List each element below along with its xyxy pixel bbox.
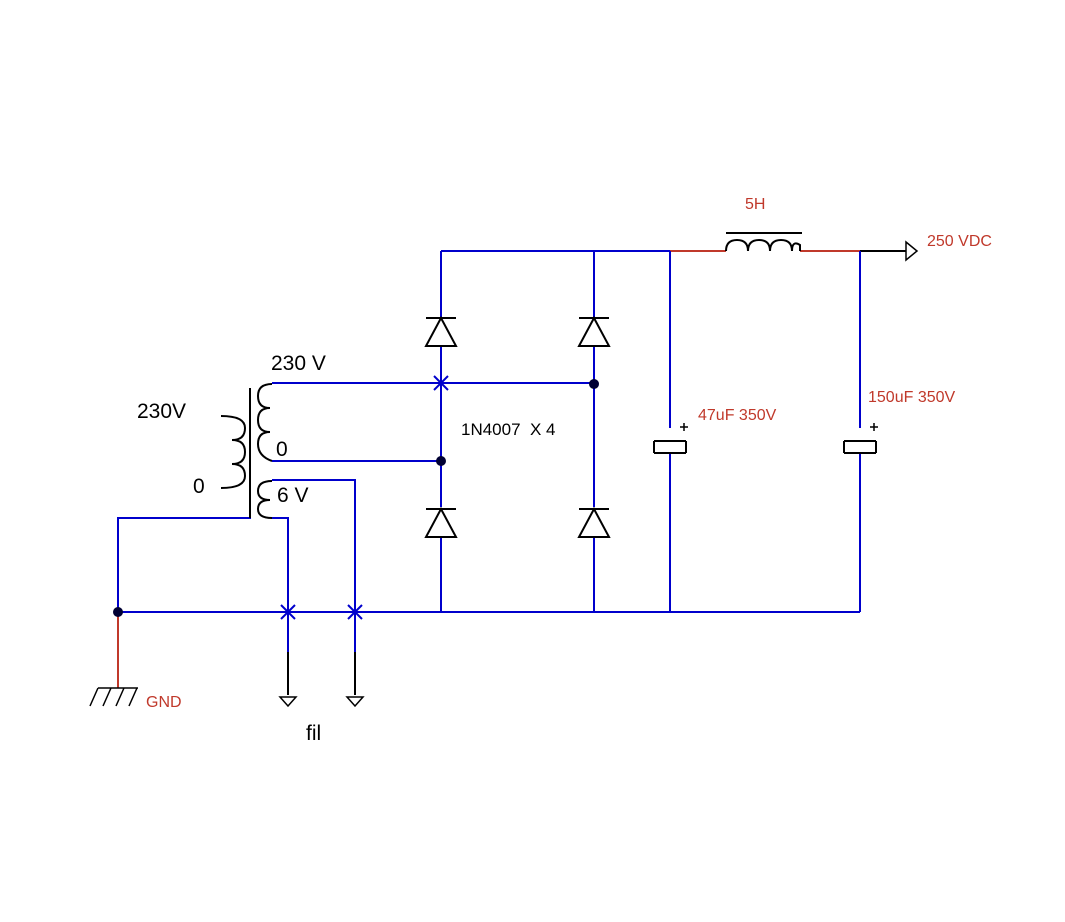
crossing-mark-fil-left xyxy=(280,604,296,620)
junction-node xyxy=(589,379,599,389)
junction-node xyxy=(436,456,446,466)
filament-secondary-label: 6 V xyxy=(277,484,309,507)
transformer-icon xyxy=(220,383,273,519)
cap2-label: 150uF 350V xyxy=(868,389,956,406)
filament-wire-right xyxy=(272,479,356,652)
capacitor-icon xyxy=(653,423,688,454)
hv-zero-label: 0 xyxy=(276,438,288,461)
output-voltage-label: 250 VDC xyxy=(927,233,992,250)
diode-part-label: 1N4007 X 4 xyxy=(461,420,556,439)
filament-label: fil xyxy=(306,722,321,745)
signal-ground-icon xyxy=(278,696,298,708)
cap1-label: 47uF 350V xyxy=(698,407,777,424)
crossing-mark-hv xyxy=(433,375,449,391)
crossing-mark-fil-right xyxy=(347,604,363,620)
diode-icon xyxy=(424,506,458,538)
inductor-icon xyxy=(725,232,802,252)
inductor-label: 5H xyxy=(745,196,765,213)
ground-icon xyxy=(89,687,138,707)
filament-wire-left xyxy=(272,517,289,652)
hv-secondary-label: 230 V xyxy=(271,352,326,375)
primary-return-wire xyxy=(117,397,251,612)
capacitor-icon xyxy=(843,423,878,454)
diode-icon xyxy=(577,506,611,538)
primary-voltage-label: 230V xyxy=(137,400,186,423)
output-arrow-icon xyxy=(905,240,919,262)
primary-zero-label: 0 xyxy=(193,475,205,498)
diode-icon xyxy=(577,315,611,347)
diode-icon xyxy=(424,315,458,347)
signal-ground-icon xyxy=(345,696,365,708)
ground-label: GND xyxy=(146,694,182,711)
junction-node xyxy=(113,607,123,617)
